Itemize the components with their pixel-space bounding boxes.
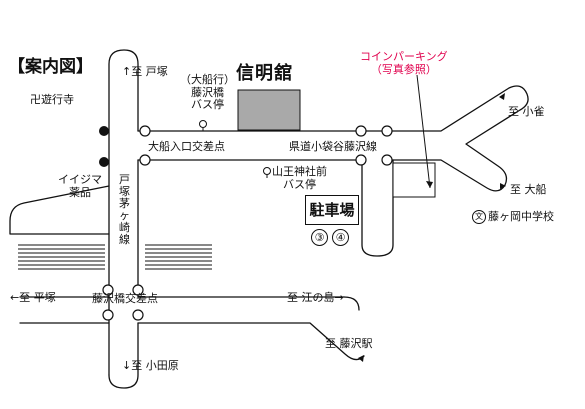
road-parking-spur [361,159,394,257]
pedestrian-signals [99,126,109,167]
traffic-signals [102,125,393,321]
road-enoshima-end [343,296,360,311]
road-totsuka-chigasaki-label: 戸塚茅ヶ崎線 [119,173,130,247]
direction-enoshima: 至 江の島→ [287,291,344,304]
direction-fujisawa-station: 至 藤沢駅 [325,337,373,350]
direction-odawara: ↓至 小田原 [122,359,179,372]
bus-stop-sanno-jinja: 山王神社前 バス停 [272,165,327,191]
river [18,244,212,270]
direction-arrowheads [358,93,506,362]
building-shinmeikan [237,89,301,131]
road-koga-fujisawa-label: 県道小袋谷藤沢線 [289,140,377,153]
bus-stop-ofuna-fujisawabashi: （大船行） 藤沢橋 バス停 [180,73,235,112]
intersection-ofuna-iriguchi: 大船入口交差点 [148,140,225,153]
road-prefectural-north-edge [137,85,529,192]
parking-lot-label: 駐車場 [309,201,355,219]
direction-kosuzume: 至 小雀 [508,105,545,118]
parking-space-3: ③ [311,229,328,246]
map-title: 【案内図】 [8,57,93,77]
parking-space-4: ④ [332,229,349,246]
coin-parking-label: コインパーキング （写真参照） [360,50,448,76]
bus-stop-icons [199,120,271,178]
road-main-south [108,322,139,389]
intersection-fujisawabashi: 藤沢橋交差点 [92,292,158,305]
direction-totsuka: ↑至 戸塚 [122,65,168,78]
school-icon: 文 [472,210,486,224]
parking-lot: 駐車場 [305,195,359,225]
building-name: 信明舘 [236,63,293,84]
road-west-loop [9,185,110,235]
landmark-fujigaoka-school: 文藤ヶ岡中学校 [472,210,554,224]
school-name: 藤ヶ岡中学校 [488,210,554,223]
coin-parking-pointer [416,74,431,189]
road-lower-south-edge [19,322,365,361]
landmark-iijima-pharmacy: イイジマ 薬品 [58,173,102,199]
direction-ofuna: 至 大船 [510,183,547,196]
road-totsuka-north-end [108,49,139,376]
direction-hiratsuka: ←至 平塚 [10,291,56,304]
landmark-yugyoji: 卍遊行寺 [30,93,74,106]
